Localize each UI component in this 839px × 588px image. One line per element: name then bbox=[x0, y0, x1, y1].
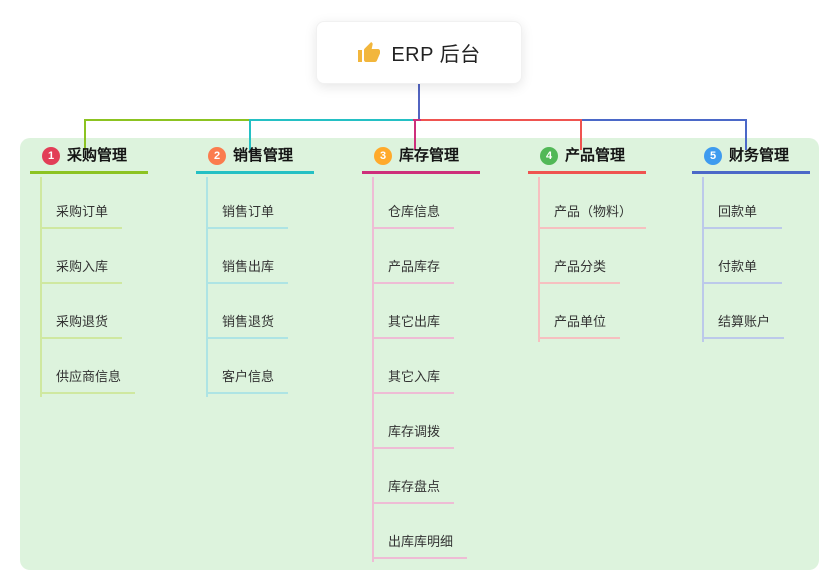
branch-number-badge: 3 bbox=[374, 147, 392, 165]
node-product-category[interactable]: 产品分类 bbox=[538, 229, 621, 284]
root-node[interactable]: ERP 后台 bbox=[316, 21, 522, 84]
branch-label: 产品管理 bbox=[565, 147, 626, 164]
branch-purchase-header[interactable]: 1 采购管理 bbox=[30, 137, 148, 174]
node-outbound-detail[interactable]: 出库库明细 bbox=[372, 504, 468, 559]
branch-sales: 2 销售管理 销售订单 销售出库 销售退货 客户信息 bbox=[196, 137, 366, 397]
branch-finance-header[interactable]: 5 财务管理 bbox=[692, 137, 810, 174]
node-product-stock[interactable]: 产品库存 bbox=[372, 229, 455, 284]
node-purchase-return[interactable]: 采购退货 bbox=[40, 284, 123, 339]
branch1-drop-line bbox=[84, 119, 86, 150]
branch-label: 财务管理 bbox=[729, 147, 790, 164]
root-node-label: ERP 后台 bbox=[391, 44, 481, 66]
branch-spine-line bbox=[206, 177, 208, 397]
branch-label: 库存管理 bbox=[399, 147, 460, 164]
node-stock-count[interactable]: 库存盘点 bbox=[372, 449, 455, 504]
node-purchase-inbound[interactable]: 采购入库 bbox=[40, 229, 123, 284]
node-warehouse-info[interactable]: 仓库信息 bbox=[372, 174, 455, 229]
connector-to-branch2 bbox=[250, 119, 419, 121]
branch-number-badge: 1 bbox=[42, 147, 60, 165]
branch-spine-line bbox=[538, 177, 540, 342]
branch-purchase: 1 采购管理 采购订单 采购入库 采购退货 供应商信息 bbox=[30, 137, 200, 397]
connector-to-branch4 bbox=[419, 119, 582, 121]
branch-product-header[interactable]: 4 产品管理 bbox=[528, 137, 646, 174]
node-purchase-order[interactable]: 采购订单 bbox=[40, 174, 123, 229]
connector-to-branch5 bbox=[419, 119, 747, 121]
node-receipt-doc[interactable]: 回款单 bbox=[702, 174, 782, 229]
node-settlement-account[interactable]: 结算账户 bbox=[702, 284, 785, 339]
node-sales-outbound[interactable]: 销售出库 bbox=[206, 229, 289, 284]
node-other-inbound[interactable]: 其它入库 bbox=[372, 339, 455, 394]
branches-panel bbox=[20, 138, 819, 570]
branch-sales-header[interactable]: 2 销售管理 bbox=[196, 137, 314, 174]
branch-product: 4 产品管理 产品（物料） 产品分类 产品单位 bbox=[528, 137, 698, 342]
branch2-drop-line bbox=[249, 119, 251, 150]
node-product-unit[interactable]: 产品单位 bbox=[538, 284, 621, 339]
branch-spine-line bbox=[702, 177, 704, 342]
root-drop-line bbox=[418, 84, 420, 119]
thumbs-up-icon bbox=[358, 41, 381, 62]
branch-inventory-header[interactable]: 3 库存管理 bbox=[362, 137, 480, 174]
node-supplier-info[interactable]: 供应商信息 bbox=[40, 339, 136, 394]
branch-number-badge: 4 bbox=[540, 147, 558, 165]
branch4-drop-line bbox=[580, 119, 582, 150]
branch-number-badge: 5 bbox=[704, 147, 722, 165]
connector-to-branch3 bbox=[413, 119, 421, 121]
branch-spine-line bbox=[372, 177, 374, 562]
node-payment-doc[interactable]: 付款单 bbox=[702, 229, 782, 284]
branch-inventory: 3 库存管理 仓库信息 产品库存 其它出库 其它入库 库存调拨 库存盘点 出库库… bbox=[362, 137, 532, 562]
branch3-drop-line bbox=[414, 119, 416, 150]
branch-number-badge: 2 bbox=[208, 147, 226, 165]
node-sales-order[interactable]: 销售订单 bbox=[206, 174, 289, 229]
node-product-material[interactable]: 产品（物料） bbox=[538, 174, 647, 229]
branch-label: 采购管理 bbox=[67, 147, 128, 164]
branch-finance: 5 财务管理 回款单 付款单 结算账户 bbox=[692, 137, 839, 342]
branch-spine-line bbox=[40, 177, 42, 397]
node-sales-return[interactable]: 销售退货 bbox=[206, 284, 289, 339]
branch-label: 销售管理 bbox=[233, 147, 294, 164]
node-customer-info[interactable]: 客户信息 bbox=[206, 339, 289, 394]
node-other-outbound[interactable]: 其它出库 bbox=[372, 284, 455, 339]
branch5-drop-line bbox=[745, 119, 747, 150]
node-stock-transfer[interactable]: 库存调拨 bbox=[372, 394, 455, 449]
